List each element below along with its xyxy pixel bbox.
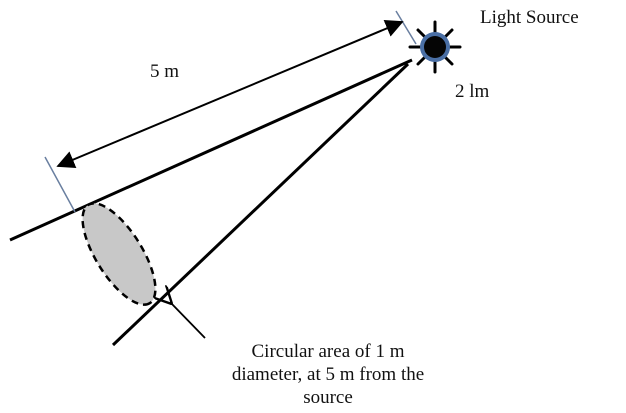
distance-tick-right xyxy=(395,10,417,45)
area-caption: Circular area of 1 m diameter, at 5 m fr… xyxy=(178,340,478,409)
flux-label: 2 lm xyxy=(455,81,490,102)
distance-label: 5 m xyxy=(150,61,179,82)
caption-line-1: Circular area of 1 m xyxy=(251,341,405,362)
cone-lower-edge xyxy=(111,62,410,347)
cone-upper-edge xyxy=(9,58,413,242)
circular-area xyxy=(81,202,157,306)
caption-line-3: source xyxy=(303,387,353,408)
caption-line-2: diameter, at 5 m from the xyxy=(231,364,425,385)
light-source-icon xyxy=(408,20,462,74)
caption-pointer-arrow xyxy=(170,302,206,339)
distance-arrow xyxy=(56,19,404,169)
light-source-label: Light Source xyxy=(480,7,579,28)
distance-tick-left xyxy=(44,156,76,213)
